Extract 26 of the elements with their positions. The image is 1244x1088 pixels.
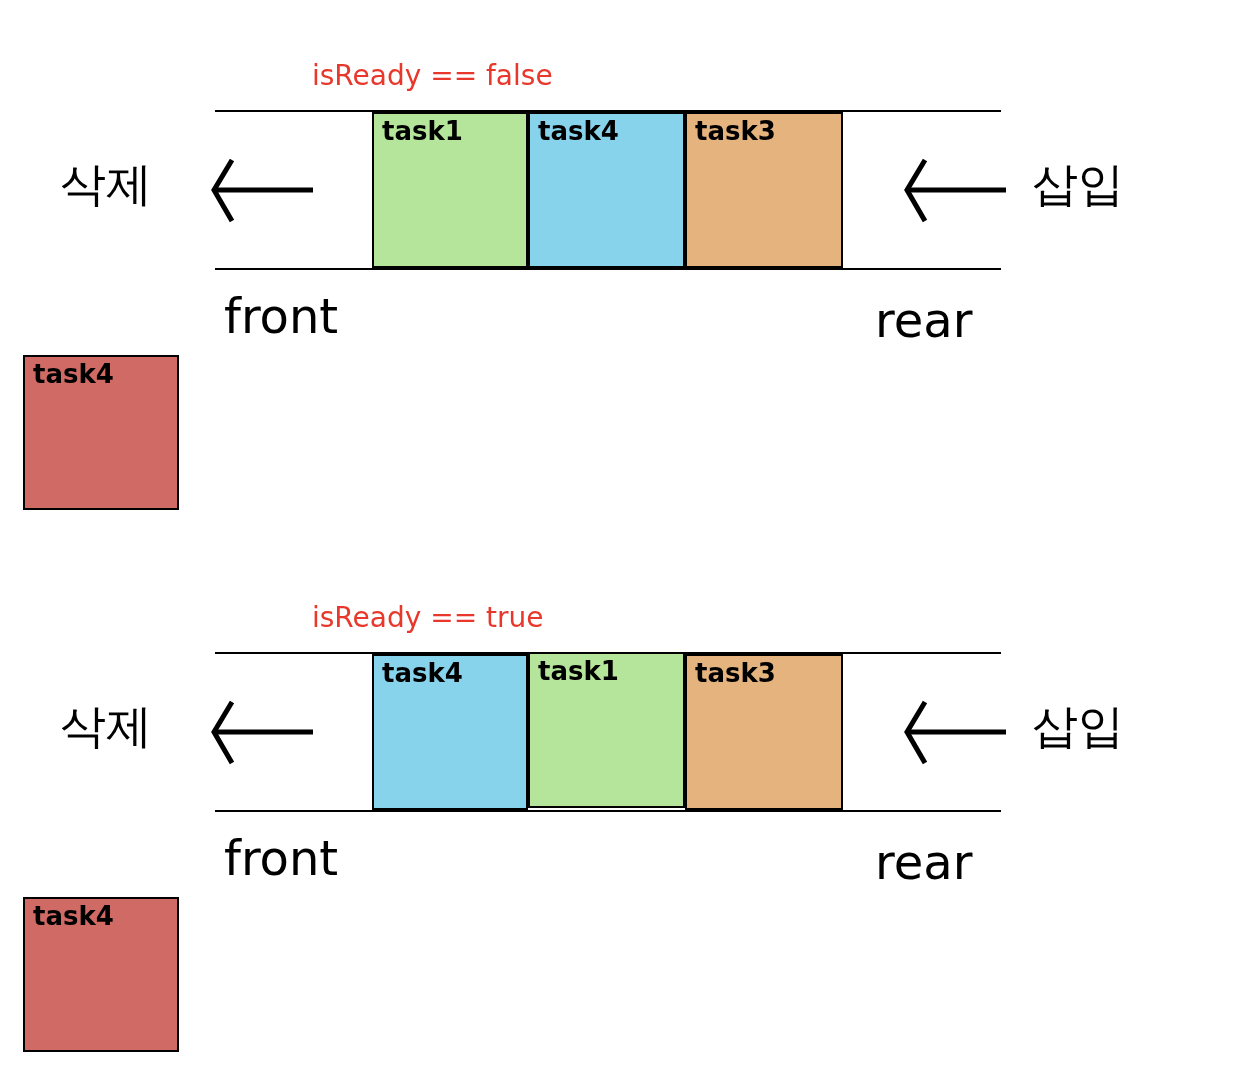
task-label: task4 xyxy=(33,358,115,391)
task-box xyxy=(528,652,685,808)
queue-label: rear xyxy=(875,291,973,350)
task-label: task4 xyxy=(382,657,464,690)
task-label: task3 xyxy=(695,115,777,148)
task-box xyxy=(685,654,843,810)
queue-label: 삭제 xyxy=(60,698,152,755)
task-box xyxy=(372,112,528,268)
task-label: task4 xyxy=(33,900,115,933)
task-box xyxy=(685,112,843,268)
condition-note: isReady == true xyxy=(312,600,544,635)
task-label: task4 xyxy=(538,115,620,148)
task-box xyxy=(23,897,179,1052)
condition-note: isReady == false xyxy=(312,58,553,93)
queue-label: rear xyxy=(875,833,973,892)
task-label: task3 xyxy=(695,657,777,690)
task-box xyxy=(528,112,685,268)
queue-label: 삭제 xyxy=(60,156,152,213)
queue-label: 삽입 xyxy=(1032,156,1124,213)
queue-label: 삽입 xyxy=(1032,698,1124,755)
task-label: task1 xyxy=(382,115,464,148)
queue-label: front xyxy=(224,829,339,888)
queue-label: front xyxy=(224,287,339,346)
task-box xyxy=(372,654,528,810)
task-label: task1 xyxy=(538,655,620,688)
task-box xyxy=(23,355,179,510)
